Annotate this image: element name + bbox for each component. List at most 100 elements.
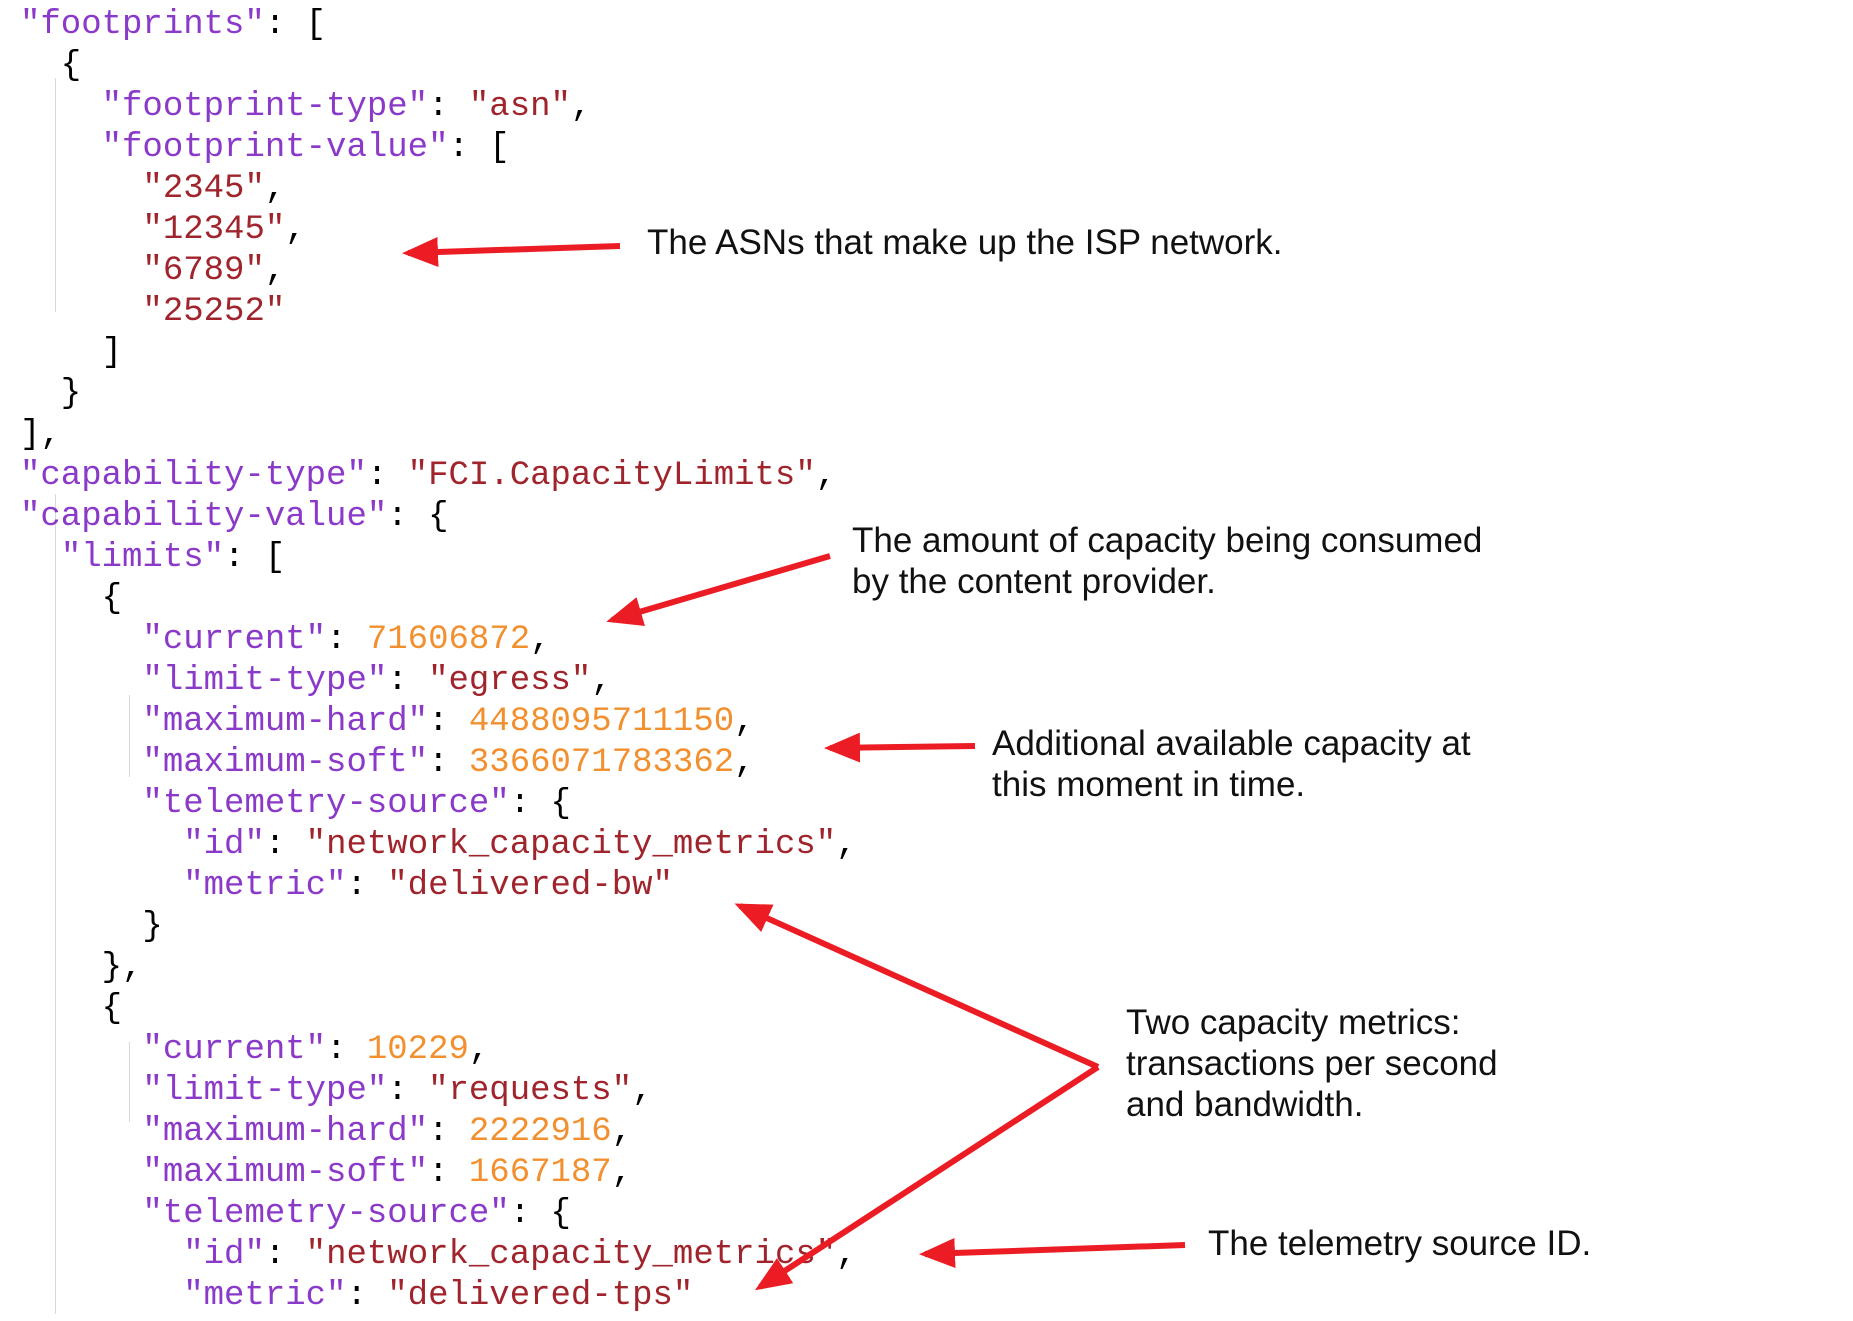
json-key: "limit-type": [142, 662, 388, 700]
annotation-asns: The ASNs that make up the ISP network.: [647, 222, 1283, 263]
json-string: "12345": [142, 211, 286, 249]
json-punctuation: [20, 1195, 142, 1233]
annotation-line: this moment in time.: [992, 765, 1306, 804]
json-punctuation: : {: [509, 785, 571, 823]
json-punctuation: ,: [836, 1236, 857, 1274]
code-line: "capability-type": "FCI.CapacityLimits",: [20, 456, 836, 497]
json-punctuation: ,: [264, 252, 286, 290]
indent-guide: [55, 494, 56, 1314]
json-string: "delivered-bw": [387, 867, 673, 905]
json-punctuation: [20, 1154, 142, 1192]
json-punctuation: [20, 539, 61, 577]
json-punctuation: }: [20, 908, 163, 946]
indent-guide: [129, 695, 130, 777]
json-punctuation: ,: [264, 170, 286, 208]
json-number: 4488095711150: [468, 703, 735, 741]
json-string: "egress": [428, 662, 592, 700]
code-line: "metric": "delivered-tps": [20, 1276, 693, 1317]
json-punctuation: ,: [734, 744, 755, 782]
json-key: "maximum-hard": [142, 703, 429, 741]
json-punctuation: [20, 129, 102, 167]
json-punctuation: [20, 1277, 183, 1315]
json-punctuation: },: [20, 949, 143, 987]
code-line: }: [20, 907, 163, 948]
json-key: "metric": [183, 867, 347, 905]
json-number: 2222916: [468, 1113, 612, 1151]
json-punctuation: [20, 867, 183, 905]
code-line: "current": 71606872,: [20, 620, 551, 661]
code-line: {: [20, 46, 81, 87]
json-punctuation: :: [366, 457, 408, 495]
code-line: "metric": "delivered-bw": [20, 866, 673, 907]
code-line: "limit-type": "requests",: [20, 1071, 653, 1112]
json-string: "2345": [142, 170, 265, 208]
indent-guide: [55, 78, 56, 312]
code-line: },: [20, 948, 143, 989]
json-punctuation: ],: [20, 416, 61, 454]
json-punctuation: ,: [530, 621, 551, 659]
code-line: ]: [20, 333, 122, 374]
json-key: "limits": [60, 539, 225, 577]
annotation-line: The amount of capacity being consumed: [852, 521, 1483, 560]
annotation-consumed: The amount of capacity being consumed by…: [852, 520, 1482, 602]
json-key: "telemetry-source": [142, 1195, 510, 1233]
annotation-line: The telemetry source ID.: [1208, 1224, 1592, 1263]
code-line: "2345",: [20, 169, 285, 210]
json-string: "requests": [428, 1072, 633, 1110]
json-punctuation: ]: [20, 334, 123, 372]
json-key: "maximum-soft": [142, 1154, 429, 1192]
annotation-telemetry-id: The telemetry source ID.: [1208, 1223, 1591, 1264]
json-punctuation: }: [20, 375, 82, 413]
json-punctuation: [20, 1031, 142, 1069]
json-key: "current": [142, 1031, 327, 1069]
json-punctuation: [20, 88, 102, 126]
json-string: "delivered-tps": [387, 1277, 694, 1315]
json-key: "capability-value": [20, 498, 388, 536]
json-punctuation: ,: [836, 826, 857, 864]
json-punctuation: {: [20, 47, 82, 85]
json-punctuation: ,: [734, 703, 755, 741]
json-key: "footprint-type": [101, 88, 429, 126]
json-punctuation: : [: [224, 539, 286, 577]
json-punctuation: : {: [387, 498, 449, 536]
json-string: "asn": [468, 88, 571, 126]
code-line: }: [20, 374, 81, 415]
json-punctuation: :: [264, 826, 306, 864]
json-punctuation: ,: [632, 1072, 653, 1110]
json-punctuation: :: [428, 703, 469, 741]
annotation-line: and bandwidth.: [1126, 1085, 1364, 1124]
json-punctuation: ,: [611, 1113, 633, 1151]
json-punctuation: [20, 744, 142, 782]
json-punctuation: {: [20, 580, 123, 618]
json-string: "25252": [142, 293, 286, 331]
code-line: "6789",: [20, 251, 285, 292]
code-line: "12345",: [20, 210, 305, 251]
code-line: "id": "network_capacity_metrics",: [20, 1235, 857, 1276]
json-key: "current": [142, 621, 327, 659]
json-string: "FCI.CapacityLimits": [407, 457, 816, 495]
json-punctuation: [20, 662, 142, 700]
json-key: "metric": [183, 1277, 347, 1315]
json-punctuation: :: [428, 88, 469, 126]
json-punctuation: :: [387, 662, 429, 700]
json-key: "capability-type": [20, 457, 367, 495]
json-key: "id": [183, 1236, 265, 1274]
code-line: "telemetry-source": {: [20, 784, 571, 825]
json-number: 10229: [366, 1031, 469, 1069]
annotation-line: Additional available capacity at: [992, 724, 1471, 763]
json-key: "maximum-soft": [142, 744, 429, 782]
code-line: "footprints": [: [20, 5, 326, 46]
json-punctuation: [20, 293, 142, 331]
json-punctuation: [20, 826, 183, 864]
json-punctuation: ,: [468, 1031, 490, 1069]
json-key: "footprints": [20, 6, 265, 44]
code-line: "limit-type": "egress",: [20, 661, 611, 702]
json-string: "6789": [142, 252, 265, 290]
code-line: "telemetry-source": {: [20, 1194, 570, 1235]
json-punctuation: [20, 621, 142, 659]
json-key: "maximum-hard": [142, 1113, 429, 1151]
json-punctuation: :: [326, 621, 367, 659]
json-punctuation: :: [264, 1236, 306, 1274]
json-key: "limit-type": [142, 1072, 388, 1110]
annotation-line: by the content provider.: [852, 562, 1216, 601]
